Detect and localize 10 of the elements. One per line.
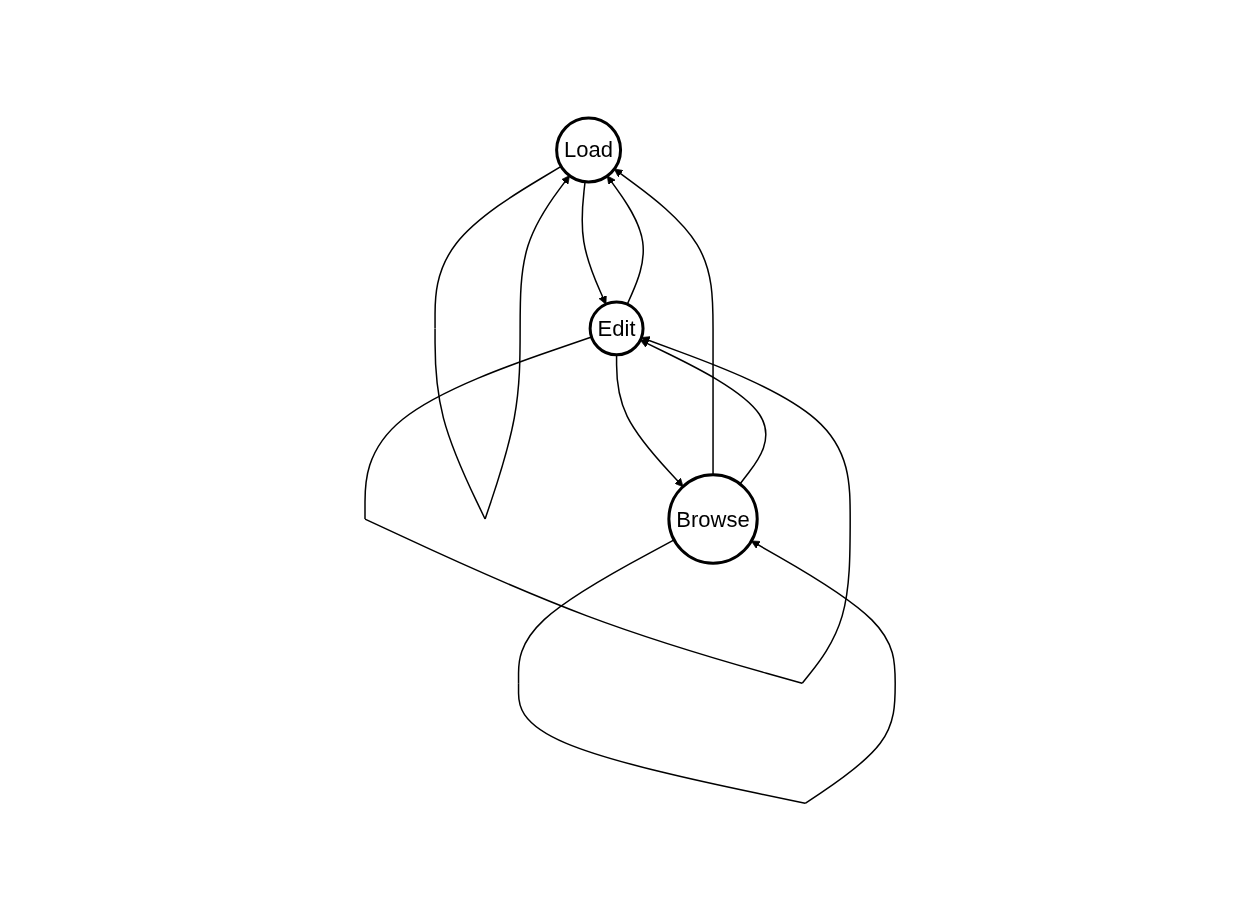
node-circle: Browse bbox=[667, 473, 759, 565]
arrow bbox=[434, 165, 570, 520]
arrow bbox=[364, 336, 851, 685]
arrow bbox=[639, 339, 767, 486]
node-circle: Edit bbox=[588, 300, 645, 357]
arrow bbox=[581, 181, 607, 305]
arrow bbox=[613, 168, 714, 476]
node-circle: Load bbox=[555, 116, 622, 184]
arrow bbox=[517, 539, 896, 805]
arrow bbox=[615, 354, 684, 488]
